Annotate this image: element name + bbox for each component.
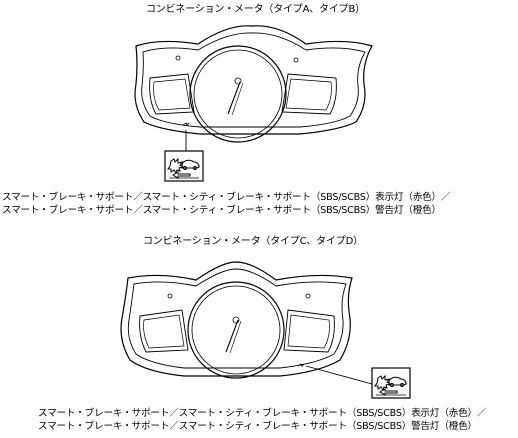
- section-c-caption-line1: スマート・ブレーキ・サポート／スマート・シティ・ブレーキ・サポート（SBS/SC…: [38, 408, 487, 419]
- sbs-scbs-warning-icon-c: [371, 367, 411, 399]
- combination-meter-a: [134, 25, 373, 151]
- section-a-caption-line1: スマート・ブレーキ・サポート／スマート・シティ・ブレーキ・サポート（SBS/SC…: [2, 192, 451, 203]
- section-c-caption-line2: スマート・ブレーキ・サポート／スマート・シティ・ブレーキ・サポート（SBS/SC…: [38, 421, 477, 432]
- section-c-title: コンビネーション・メータ（タイプC、タイプD）: [143, 236, 363, 247]
- section-a-caption-line2: スマート・ブレーキ・サポート／スマート・シティ・ブレーキ・サポート（SBS/SC…: [2, 205, 441, 216]
- sbs-scbs-warning-icon-a: [164, 150, 204, 182]
- section-a-title: コンビネーション・メータ（タイプA、タイプB）: [146, 4, 365, 15]
- combination-meter-c: [120, 261, 373, 385]
